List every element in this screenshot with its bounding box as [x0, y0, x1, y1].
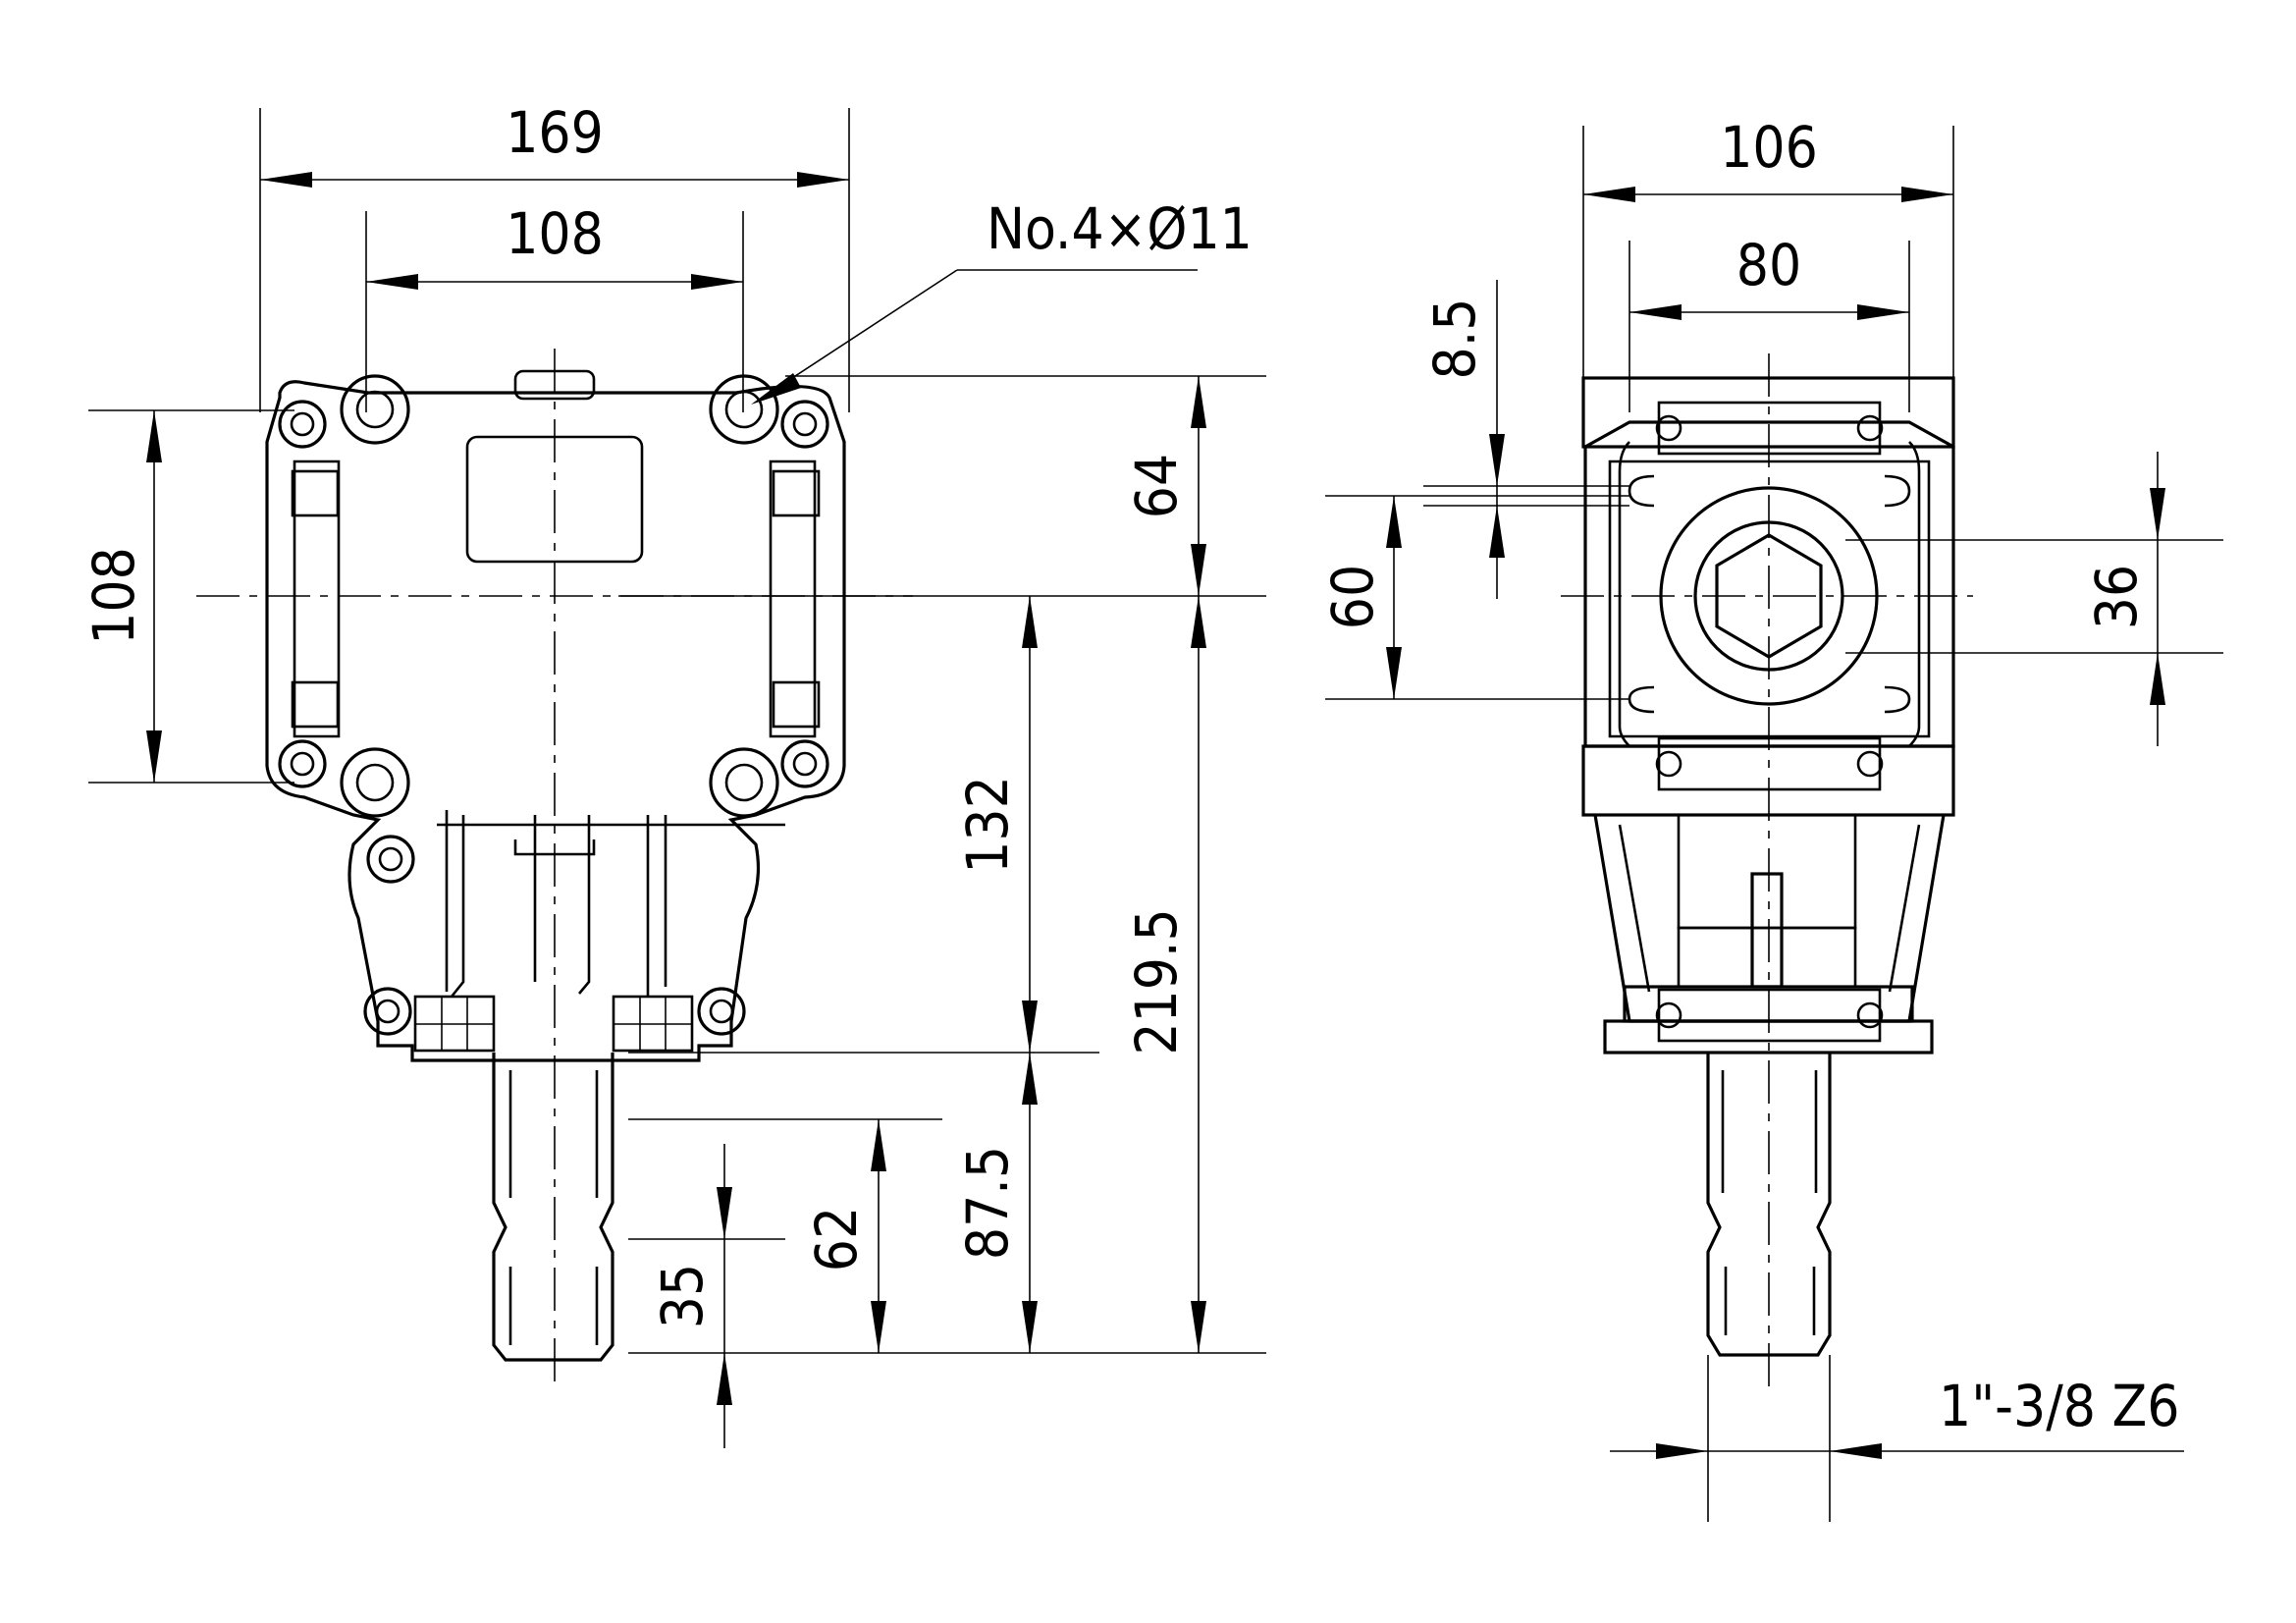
- dim-8-5: 8.5: [1421, 298, 1488, 380]
- front-view: 169 108 No.4×Ø11 108 64: [80, 99, 1266, 1448]
- dim-169: 169: [506, 99, 604, 166]
- mount-holes-large: [340, 374, 779, 818]
- dim-36: 36: [2083, 565, 2150, 629]
- input-bore: [1659, 486, 1879, 706]
- nut-blocks: [413, 995, 694, 1053]
- mount-hole-note: No.4×Ø11: [987, 195, 1253, 262]
- bolts-side: [1655, 401, 1884, 1043]
- dim-108-vertical: 108: [80, 547, 147, 645]
- dim-106: 106: [1720, 114, 1818, 181]
- side-housing: [1581, 376, 1955, 1055]
- dim-132: 132: [954, 776, 1021, 874]
- dim-62: 62: [803, 1207, 870, 1271]
- mount-slots: [1628, 474, 1911, 714]
- front-output-shaft: [492, 1053, 614, 1362]
- dim-60: 60: [1319, 565, 1386, 629]
- side-view: 106 80 8.5 60 36: [1319, 114, 2223, 1522]
- dim-64: 64: [1123, 454, 1190, 518]
- bolts-front: [278, 400, 829, 1036]
- side-output-shaft: [1706, 1053, 1832, 1357]
- dim-80: 80: [1736, 232, 1801, 298]
- spline-spec: 1"-3/8 Z6: [1939, 1373, 2179, 1439]
- dim-219-5: 219.5: [1123, 908, 1190, 1055]
- dim-35: 35: [649, 1264, 716, 1328]
- dim-87-5: 87.5: [954, 1146, 1021, 1260]
- dim-108-horizontal: 108: [506, 200, 604, 267]
- front-housing: [265, 369, 846, 1062]
- nameplate: [465, 435, 644, 564]
